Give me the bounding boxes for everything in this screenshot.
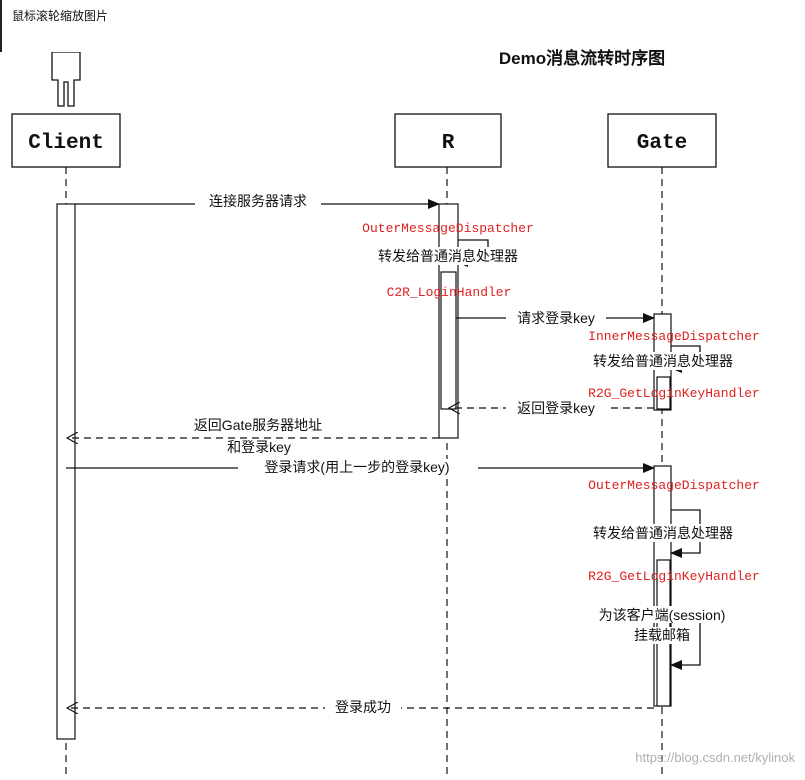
label-forward-r: 转发给普通消息处理器 [378, 248, 518, 264]
activation-client [56, 203, 76, 740]
label-forward-gate-2: 转发给普通消息处理器 [593, 525, 733, 541]
tooltip: 鼠标滚轮缩放图片 [0, 0, 150, 52]
label-mount-mailbox-2: 挂载邮箱 [634, 627, 690, 643]
participant-gate: Gate [607, 113, 717, 168]
participant-client-label: Client [28, 132, 104, 155]
label-r2g-handler-2: R2G_GetLoginKeyHandler [588, 569, 760, 584]
watermark: https://blog.csdn.net/kylinok [635, 750, 795, 765]
label-connect-request: 连接服务器请求 [209, 193, 307, 209]
label-login-success: 登录成功 [335, 699, 391, 715]
activation-gate-1-inner [656, 376, 671, 410]
diagram-title: Demo消息流转时序图 [499, 48, 665, 68]
label-request-key: 请求登录key [517, 310, 595, 326]
participant-client: Client [11, 113, 121, 168]
label-outer-dispatcher-r: OuterMessageDispatcher [362, 221, 534, 236]
participant-r-label: R [442, 132, 455, 155]
message-lines [66, 199, 701, 708]
label-return-key: 返回登录key [517, 400, 595, 416]
label-and-login-key: 和登录key [227, 439, 291, 455]
label-outer-dispatcher-gate: OuterMessageDispatcher [588, 478, 760, 493]
label-inner-dispatcher: InnerMessageDispatcher [588, 329, 760, 344]
label-forward-gate-1: 转发给普通消息处理器 [593, 353, 733, 369]
participant-gate-label: Gate [637, 132, 687, 155]
label-login-request: 登录请求(用上一步的登录key) [264, 459, 449, 475]
label-c2r-login-handler: C2R_LoginHandler [387, 285, 512, 300]
participant-r: R [394, 113, 502, 168]
label-mount-mailbox-1: 为该客户端(session) [599, 607, 726, 623]
label-r2g-handler-1: R2G_GetLoginKeyHandler [588, 386, 760, 401]
label-return-gate-address: 返回Gate服务器地址 [194, 417, 322, 433]
